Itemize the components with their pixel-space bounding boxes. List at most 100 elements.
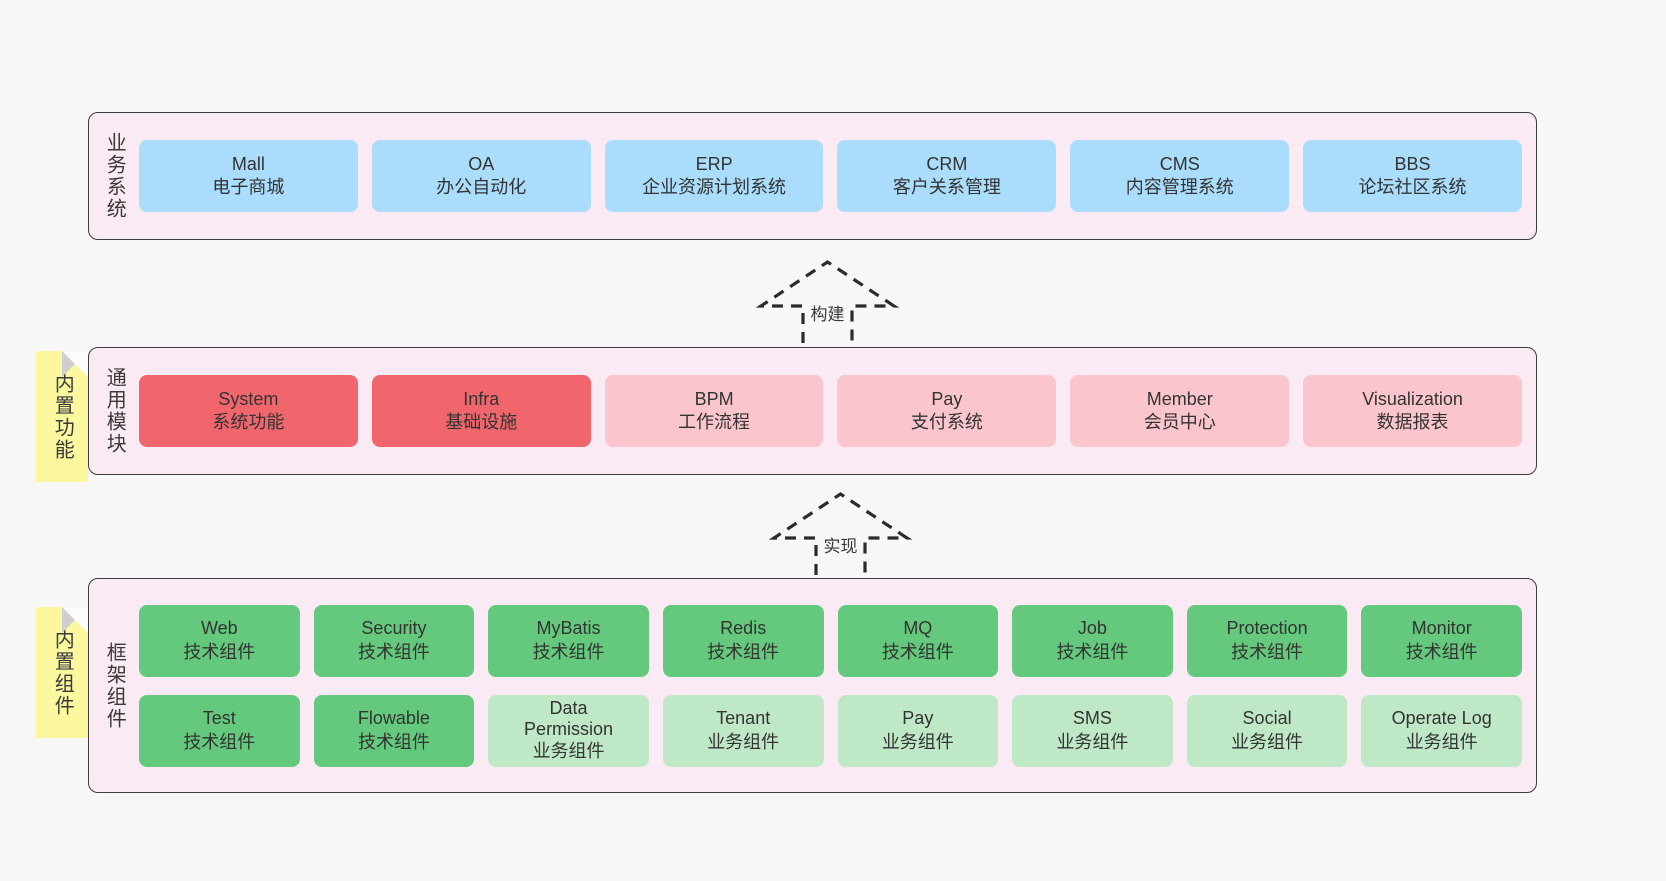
card-mq[interactable]: MQ 技术组件 xyxy=(837,604,999,677)
card-job[interactable]: Job 技术组件 xyxy=(1012,604,1173,677)
layer-body-framework-component: Web 技术组件 Security 技术组件 MyBatis 技术组件 Redi… xyxy=(139,579,1536,792)
card-system[interactable]: System 系统功能 xyxy=(139,375,358,447)
card-crm[interactable]: CRM 客户关系管理 xyxy=(837,140,1057,212)
card-web[interactable]: Web 技术组件 xyxy=(139,604,300,677)
card-bbs[interactable]: BBS 论坛社区系统 xyxy=(1303,140,1522,212)
card-subtitle: 论坛社区系统 xyxy=(1358,177,1467,197)
card-row-business: Mall 电子商城 OA 办公自动化 ERP 企业资源计划系统 CRM 客户关系… xyxy=(139,140,1522,212)
card-title: Pay xyxy=(902,708,934,729)
card-sms[interactable]: SMS 业务组件 xyxy=(1012,694,1173,767)
card-subtitle: 支付系统 xyxy=(910,412,983,432)
card-data-permission[interactable]: Data Permission 业务组件 xyxy=(488,694,649,767)
card-title: ERP xyxy=(695,153,733,174)
card-title: Protection xyxy=(1226,618,1308,639)
card-row-framework-tech: Web 技术组件 Security 技术组件 MyBatis 技术组件 Redi… xyxy=(139,604,1522,677)
card-infra[interactable]: Infra 基础设施 xyxy=(371,375,591,447)
card-mall[interactable]: Mall 电子商城 xyxy=(139,140,358,212)
card-subtitle: 电子商城 xyxy=(212,177,285,197)
note-label: 内置组件 xyxy=(51,628,74,717)
card-mybatis[interactable]: MyBatis 技术组件 xyxy=(488,604,649,677)
card-title: Tenant xyxy=(716,708,771,729)
card-title: CMS xyxy=(1159,153,1200,174)
note-label: 内置功能 xyxy=(51,372,74,461)
card-title: Test xyxy=(202,708,236,729)
card-subtitle: 基础设施 xyxy=(445,412,518,432)
card-subtitle: 技术组件 xyxy=(532,641,605,662)
card-title: SMS xyxy=(1072,708,1112,729)
layer-common-module: 通用模块 System 系统功能 Infra 基础设施 BPM 工作流程 Pay… xyxy=(88,347,1537,475)
layer-title-common-module: 通用模块 xyxy=(103,367,126,455)
card-oa[interactable]: OA 办公自动化 xyxy=(371,140,591,212)
card-title: Mall xyxy=(231,153,265,174)
card-title: MyBatis xyxy=(536,618,601,639)
card-title: Job xyxy=(1077,618,1107,639)
card-title: BBS xyxy=(1394,153,1431,174)
card-subtitle: 业务组件 xyxy=(1231,731,1304,752)
card-row-common: System 系统功能 Infra 基础设施 BPM 工作流程 Pay 支付系统… xyxy=(139,375,1522,447)
card-subtitle: 技术组件 xyxy=(1056,641,1129,662)
card-title: Visualization xyxy=(1362,388,1463,409)
card-title: Social xyxy=(1242,708,1292,729)
card-subtitle: 技术组件 xyxy=(881,641,954,662)
card-tenant[interactable]: Tenant 业务组件 xyxy=(662,694,824,767)
card-subtitle: 客户关系管理 xyxy=(892,177,1001,197)
card-title: Redis xyxy=(720,618,767,639)
card-subtitle: 技术组件 xyxy=(183,641,256,662)
card-subtitle: 技术组件 xyxy=(707,641,780,662)
card-subtitle: 系统功能 xyxy=(212,412,285,432)
card-title: Security xyxy=(361,618,427,639)
card-erp[interactable]: ERP 企业资源计划系统 xyxy=(604,140,824,212)
card-subtitle: 技术组件 xyxy=(357,731,430,752)
note-builtin-component: 内置组件 xyxy=(36,607,88,738)
card-redis[interactable]: Redis 技术组件 xyxy=(662,604,824,677)
card-operate-log[interactable]: Operate Log 业务组件 xyxy=(1361,694,1522,767)
arrow-build: 构建 xyxy=(755,258,900,344)
card-subtitle: 业务组件 xyxy=(1056,731,1129,752)
card-member[interactable]: Member 会员中心 xyxy=(1070,375,1290,447)
arrow-implement-label: 实现 xyxy=(823,537,858,556)
card-row-framework-business: Test 技术组件 Flowable 技术组件 Data Permission … xyxy=(139,694,1522,767)
card-title: Infra xyxy=(463,388,500,409)
card-subtitle: 技术组件 xyxy=(1231,641,1304,662)
card-subtitle: 内容管理系统 xyxy=(1125,177,1234,197)
card-subtitle: 技术组件 xyxy=(183,731,256,752)
arrow-implement: 实现 xyxy=(768,490,913,576)
card-flowable[interactable]: Flowable 技术组件 xyxy=(313,694,475,767)
card-subtitle: 工作流程 xyxy=(678,412,751,432)
card-cms[interactable]: CMS 内容管理系统 xyxy=(1070,140,1290,212)
layer-business-system: 业务系统 Mall 电子商城 OA 办公自动化 ERP 企业资源计划系统 CRM… xyxy=(88,112,1537,240)
card-security[interactable]: Security 技术组件 xyxy=(313,604,475,677)
card-test[interactable]: Test 技术组件 xyxy=(139,694,300,767)
layer-title-business-system: 业务系统 xyxy=(103,132,126,220)
card-title: CRM xyxy=(926,153,968,174)
card-protection[interactable]: Protection 技术组件 xyxy=(1186,604,1348,677)
card-title: MQ xyxy=(903,618,933,639)
card-subtitle: 会员中心 xyxy=(1143,412,1216,432)
card-title: Pay xyxy=(931,388,963,409)
card-subtitle: 业务组件 xyxy=(532,741,605,762)
layer-framework-component: 框架组件 Web 技术组件 Security 技术组件 MyBatis 技术组件… xyxy=(88,578,1537,793)
card-subtitle: 业务组件 xyxy=(707,731,780,752)
card-title: Web xyxy=(200,618,238,639)
card-subtitle: 数据报表 xyxy=(1376,412,1449,432)
card-pay-component[interactable]: Pay 业务组件 xyxy=(837,694,999,767)
card-bpm[interactable]: BPM 工作流程 xyxy=(604,375,824,447)
card-monitor[interactable]: Monitor 技术组件 xyxy=(1361,604,1522,677)
card-subtitle: 企业资源计划系统 xyxy=(642,177,787,197)
card-subtitle: 技术组件 xyxy=(357,641,430,662)
card-title: Monitor xyxy=(1411,618,1472,639)
card-social[interactable]: Social 业务组件 xyxy=(1186,694,1348,767)
arrow-build-label: 构建 xyxy=(810,305,845,324)
note-builtin-function: 内置功能 xyxy=(36,351,88,482)
card-subtitle: 业务组件 xyxy=(1405,731,1478,752)
card-title: Flowable xyxy=(357,708,430,729)
card-pay-module[interactable]: Pay 支付系统 xyxy=(837,375,1057,447)
card-title: System xyxy=(218,388,279,409)
card-subtitle: 技术组件 xyxy=(1405,641,1478,662)
card-visualization[interactable]: Visualization 数据报表 xyxy=(1303,375,1522,447)
layer-title-framework-component: 框架组件 xyxy=(103,641,126,730)
card-title: Member xyxy=(1146,388,1213,409)
card-title: Operate Log xyxy=(1391,708,1492,729)
layer-body-common-module: System 系统功能 Infra 基础设施 BPM 工作流程 Pay 支付系统… xyxy=(139,348,1536,474)
